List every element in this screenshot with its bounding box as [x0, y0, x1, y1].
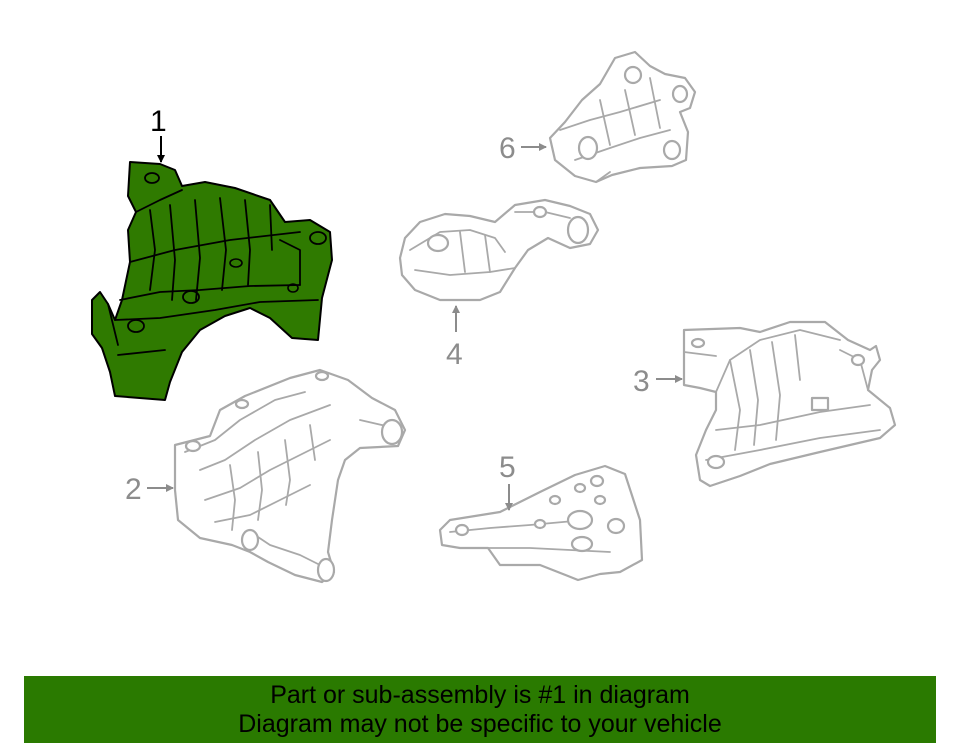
part-3-mount[interactable] — [682, 320, 897, 488]
callout-4-label: 4 — [446, 338, 463, 371]
callout-3-label: 3 — [633, 365, 650, 398]
part-1-mount[interactable] — [91, 161, 333, 401]
callout-6: 6 — [499, 132, 547, 165]
callout-4: 4 — [446, 305, 463, 371]
callout-6-label: 6 — [499, 132, 516, 165]
callout-3: 3 — [633, 365, 683, 398]
part-5-plate[interactable] — [438, 464, 644, 582]
callout-2-label: 2 — [125, 473, 142, 506]
banner-line-1: Part or sub-assembly is #1 in diagram — [270, 681, 690, 709]
callout-1-label: 1 — [150, 105, 167, 138]
callout-5-label: 5 — [499, 451, 516, 484]
part-6-bracket[interactable] — [548, 50, 697, 184]
part-2-bracket[interactable] — [173, 368, 407, 584]
banner-line-2: Diagram may not be specific to your vehi… — [238, 710, 722, 738]
parts-diagram: 1 2 3 4 5 6 — [91, 50, 897, 584]
part-4-torque-strut[interactable] — [398, 198, 600, 302]
callout-1: 1 — [150, 105, 167, 163]
info-banner: Part or sub-assembly is #1 in diagram Di… — [24, 676, 936, 743]
callout-2: 2 — [125, 473, 174, 506]
callout-5: 5 — [499, 451, 516, 511]
